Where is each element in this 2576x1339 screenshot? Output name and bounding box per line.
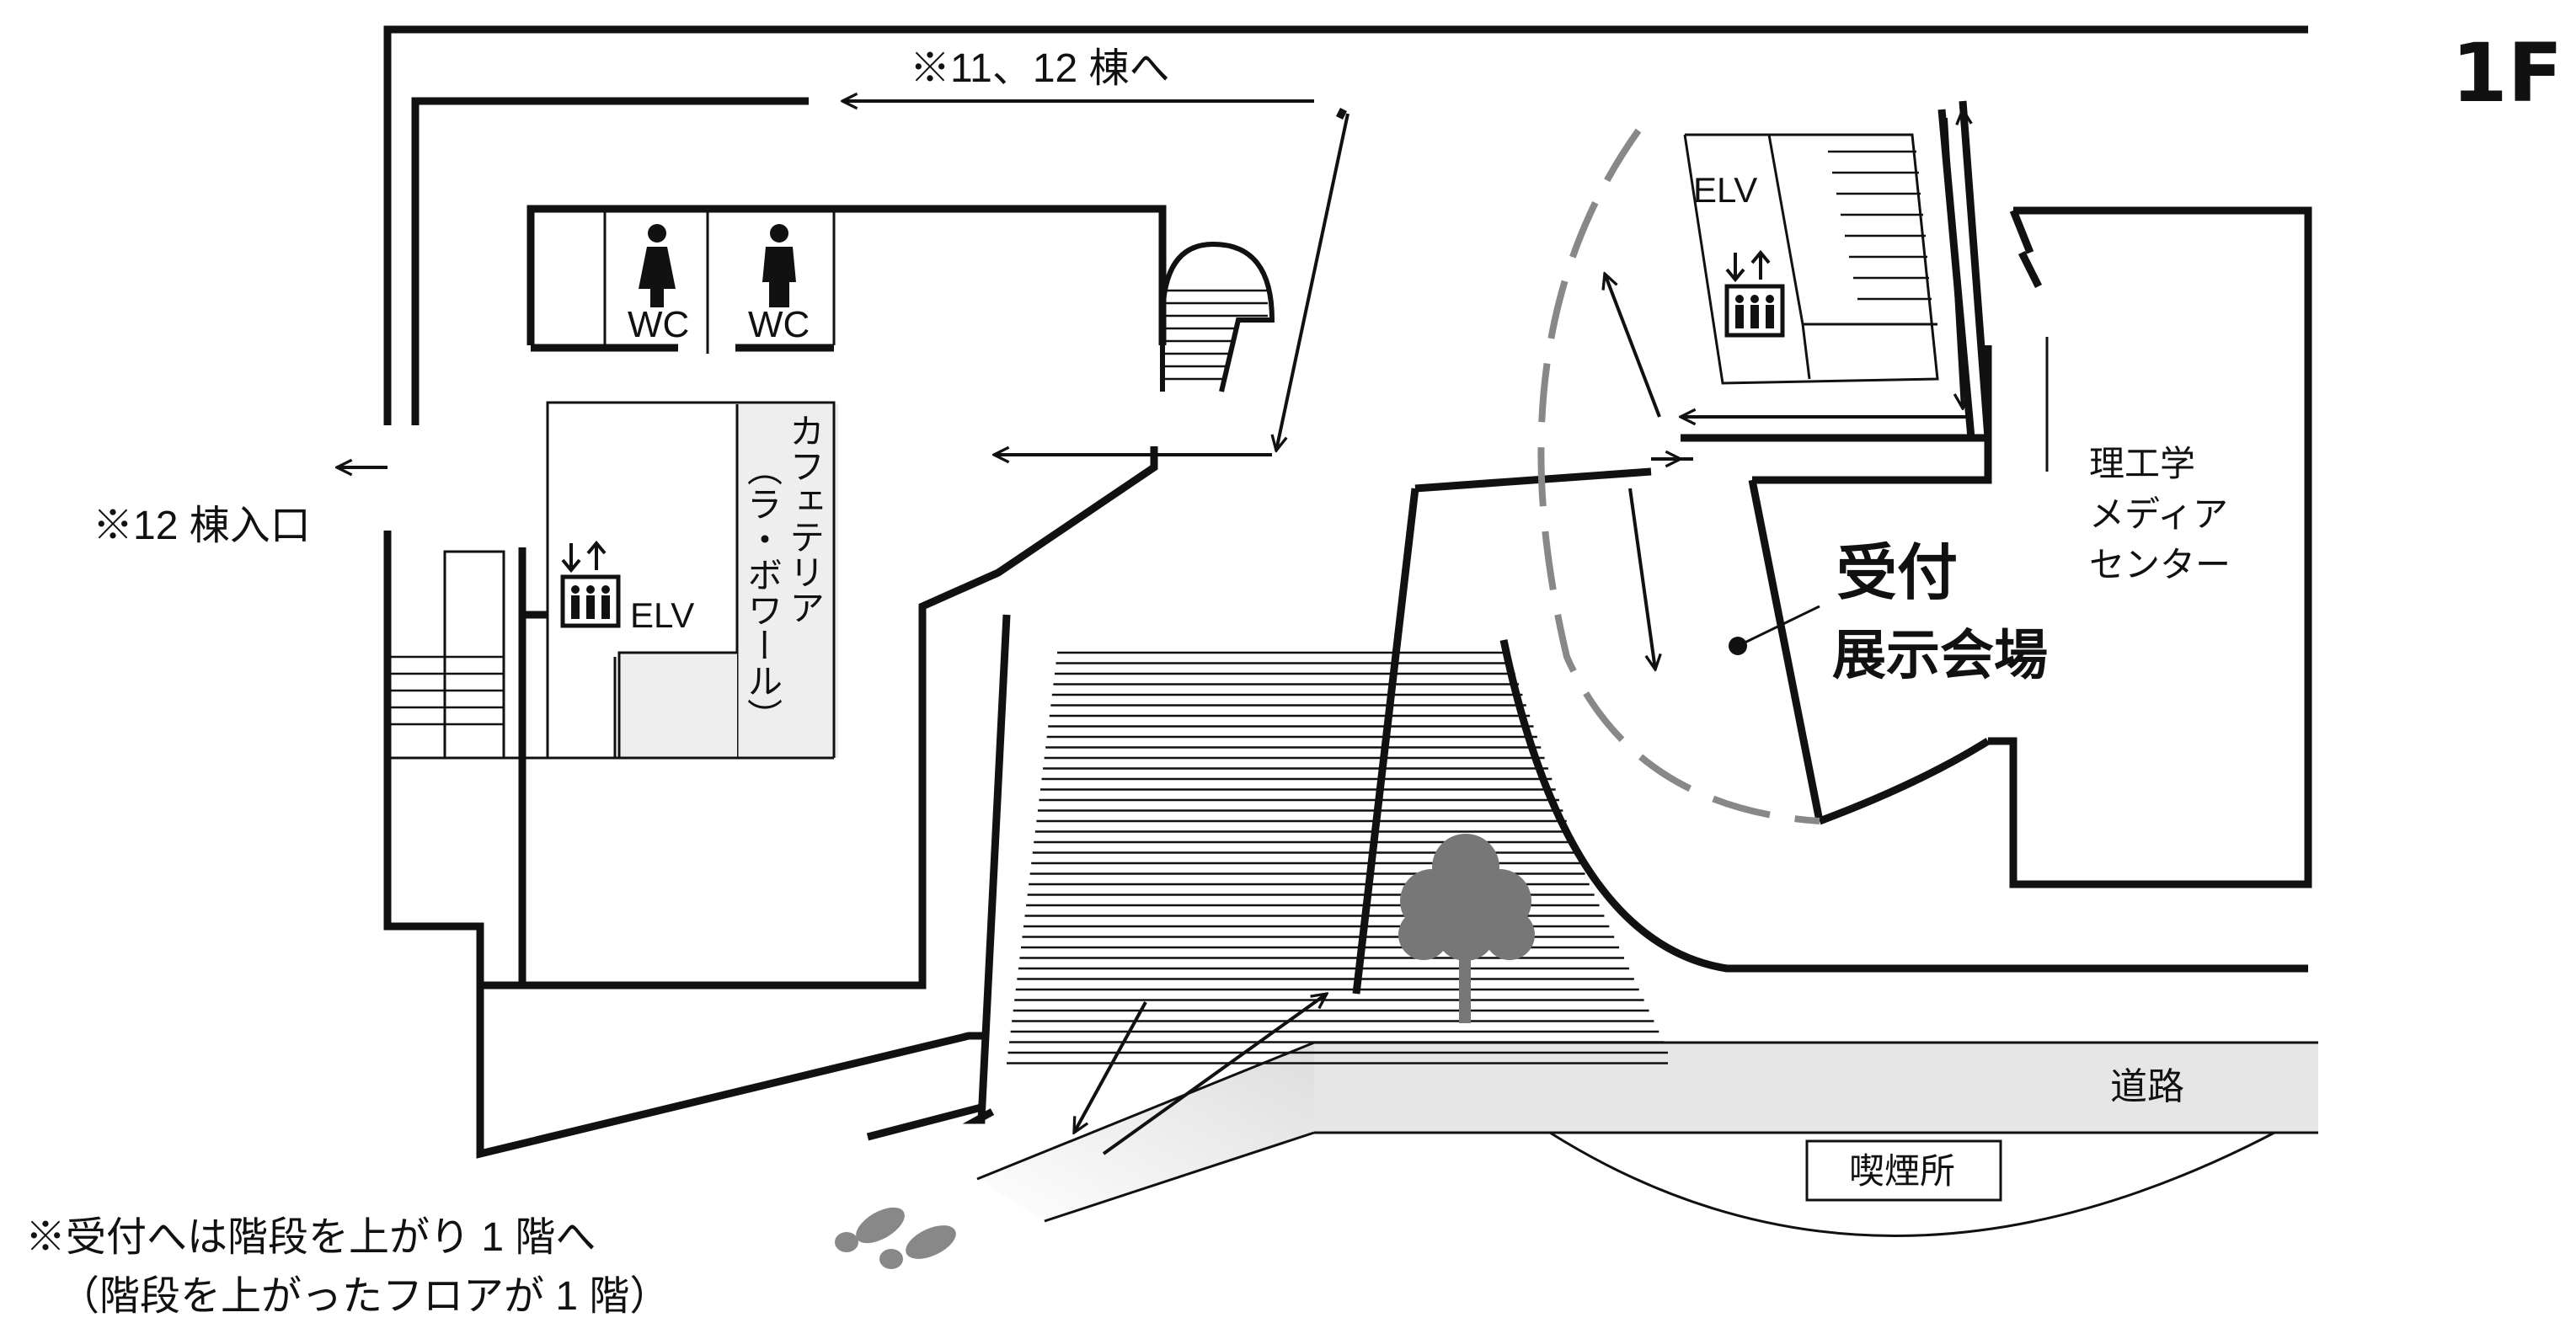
label-wc-women: WC: [628, 304, 689, 345]
footprints-icon: [835, 1207, 956, 1269]
label-cafeteria-1: カフェテリア: [785, 413, 825, 625]
man-icon: [762, 224, 796, 307]
approach-path: [977, 1043, 1314, 1221]
label-to-bldg-11-12: ※11、12 棟へ: [910, 46, 1170, 91]
label-media-center-1: 理工学: [2089, 444, 2195, 483]
label-elv-left: ELV: [630, 595, 694, 635]
elevator-icon: [1724, 249, 1785, 338]
label-media-center-2: メディア: [2089, 494, 2228, 534]
label-cafeteria-2: （ラ・ボワール）: [743, 451, 783, 734]
left-staircase: [389, 655, 504, 726]
label-wc-men: WC: [748, 304, 810, 345]
elevator-icon: [560, 540, 621, 628]
label-bldg12-entrance: ※12 棟入口: [93, 504, 311, 548]
label-road: 道路: [2110, 1066, 2184, 1107]
label-exhibition: 展示会場: [1832, 625, 2048, 687]
exhibition-boundary: [1537, 128, 1820, 824]
building-walls: [383, 25, 2312, 1159]
woman-icon: [639, 224, 676, 307]
label-media-center-3: センター: [2089, 545, 2231, 584]
route-arrow-icon: [337, 101, 1990, 1155]
label-reception: 受付: [1836, 537, 1958, 608]
main-staircase: [1007, 651, 1668, 1064]
smoking-area-boundary: [1549, 1131, 2275, 1237]
floor-label: 1F: [2451, 26, 2563, 120]
label-smoking-area: 喫煙所: [1849, 1151, 1955, 1191]
spiral-staircase: [1160, 241, 1275, 392]
note-line-1: ※受付へは階段を上がり 1 階へ: [25, 1215, 596, 1260]
note-line-2: （階段を上がったフロアが 1 階）: [59, 1274, 670, 1319]
smoking-area-box: [1805, 1139, 2002, 1202]
right-elevator-stairs: [1828, 150, 1932, 301]
tree-icon: [1398, 834, 1535, 1023]
label-elv-right: ELV: [1693, 170, 1757, 210]
